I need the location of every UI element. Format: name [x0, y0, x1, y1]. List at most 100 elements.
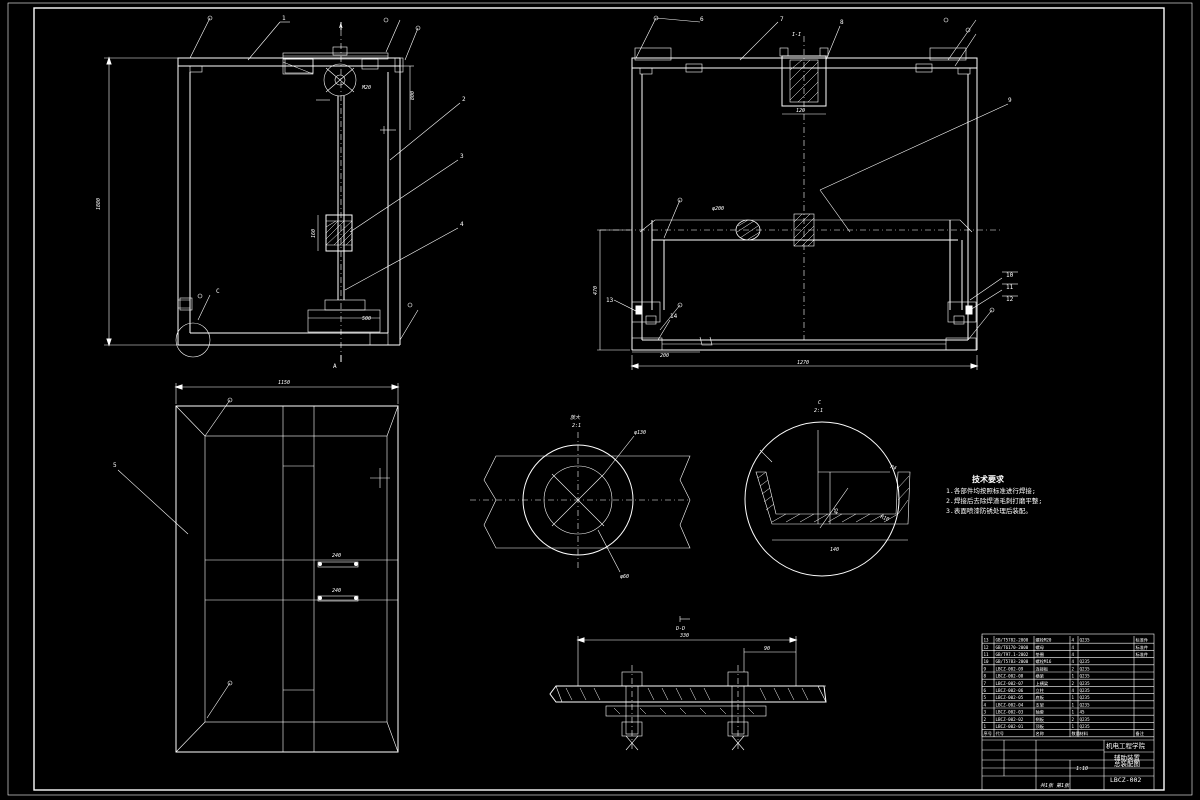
detail-c-scale: 2:1 [814, 408, 823, 414]
parts-cell-no: 8 [984, 674, 987, 679]
detail-b-dim-2: φ60 [620, 574, 629, 580]
sheet-inner-frame [33, 7, 1165, 791]
parts-cell-qty: 4 [1072, 659, 1075, 664]
parts-cell-code: LBCZ-002-04 [996, 702, 1024, 707]
plan-slot-top-dim: 240 [332, 553, 341, 559]
detail-c-dim-2: 45 [834, 508, 840, 514]
parts-cell-material: Q235 [1080, 681, 1091, 686]
parts-cell-no: 4 [984, 702, 987, 707]
parts-cell-name: 螺栓M16 [1036, 658, 1052, 665]
front-bottom-right-dim: 500 [362, 316, 371, 322]
parts-cell-no: 11 [984, 652, 990, 657]
side-pipe-dim: φ200 [712, 206, 724, 212]
side-left-offset-dim: 200 [660, 353, 669, 359]
parts-cell-qty: 4 [1072, 688, 1075, 693]
parts-cell-material: Q235 [1080, 702, 1091, 707]
parts-cell-material: 45 [1080, 710, 1086, 715]
side-height-dim: 470 [593, 286, 599, 295]
parts-cell-qty: 4 [1072, 638, 1075, 643]
parts-cell-qty: 2 [1072, 681, 1075, 686]
parts-cell-code: LBCZ-002-03 [996, 710, 1024, 715]
parts-header-name: 名称 [1036, 730, 1044, 737]
parts-cell-code: LBCZ-002-07 [996, 681, 1024, 686]
parts-cell-no: 3 [984, 710, 987, 715]
parts-cell-code: LBCZ-002-08 [996, 674, 1024, 679]
parts-cell-name: 上横梁 [1036, 680, 1049, 687]
side-balloon-14: 14 [670, 313, 678, 320]
side-balloon-6: 6 [700, 16, 704, 23]
parts-cell-qty: 1 [1072, 702, 1075, 707]
detail-b-scale: 2:1 [572, 423, 581, 429]
detail-c-title: C [818, 400, 821, 406]
parts-cell-name: 螺母 [1036, 644, 1044, 651]
parts-cell-code: GB/T5783-2000 [996, 659, 1029, 664]
detail-c-dim-1: 140 [830, 547, 839, 553]
parts-cell-name: 螺栓M20 [1036, 637, 1052, 644]
parts-cell-no: 12 [984, 645, 990, 650]
side-balloon-11: 11 [1006, 284, 1014, 291]
parts-cell-no: 6 [984, 688, 987, 693]
front-view: A A 1880 160 800 M20 500 1 2 3 4 C [96, 15, 466, 370]
plan-view: 240 240 1150 5 [113, 380, 400, 753]
parts-cell-qty: 1 [1072, 710, 1075, 715]
parts-header-note: 备注 [1136, 730, 1145, 737]
parts-cell-no: 2 [984, 717, 987, 722]
front-detail-ref-c: C [216, 288, 220, 295]
section-dd-dim-2: 90 [764, 646, 770, 652]
section-dd-title: D-D [675, 626, 685, 632]
parts-cell-material: Q235 [1080, 724, 1091, 729]
parts-cell-code: LBCZ-002-05 [996, 695, 1024, 700]
sheet-outer-border [7, 2, 1193, 796]
plan-width-dim: 1150 [278, 380, 290, 386]
tech-requirements: 技术要求 1.各部件均按照标准进行焊接; 2.焊接后去除焊渣毛刺打磨平整; 3.… [946, 474, 1042, 515]
parts-cell-material: Q235 [1080, 659, 1091, 664]
front-shaft-dim: 160 [311, 229, 317, 238]
parts-header-material: 材料 [1080, 730, 1089, 737]
tech-req-line-1: 1.各部件均按照标准进行焊接; [946, 486, 1036, 495]
front-balloon-4: 4 [460, 221, 464, 228]
front-balloon-1: 1 [282, 15, 286, 22]
detail-b-dim-1: φ130 [634, 430, 646, 436]
tech-req-line-2: 2.焊接后去除焊渣毛刺打磨平整; [946, 496, 1042, 505]
parts-cell-name: 顶板 [1036, 723, 1045, 730]
detail-c-dim-4: R10 [879, 514, 890, 523]
side-view: 1270 200 470 120 φ200 I-I 6 7 8 9 10 11 … [593, 15, 1018, 370]
parts-cell-code: GB/T5782-2000 [996, 638, 1029, 643]
parts-cell-name: 支架 [1036, 701, 1044, 708]
parts-cell-note: 标准件 [1136, 651, 1149, 658]
parts-cell-no: 1 [984, 724, 987, 729]
side-balloon-8: 8 [840, 19, 844, 26]
title-block-school: 机电工程学院 [1106, 741, 1146, 750]
front-bolt-label: M20 [361, 85, 371, 91]
title-block-sheet: 共1张 第1张 [1040, 782, 1070, 789]
parts-cell-no: 10 [984, 659, 990, 664]
bolt-right [727, 665, 749, 751]
plan-slot-bottom-dim: 240 [332, 588, 341, 594]
parts-cell-name: 底板 [1036, 694, 1045, 701]
section-mark-a-bottom: A [333, 363, 337, 370]
parts-cell-qty: 1 [1072, 724, 1075, 729]
plan-balloon-5: 5 [113, 462, 117, 469]
section-mark-a-top: A [339, 23, 343, 30]
detail-b: 放大 2:1 φ130 φ60 [470, 414, 691, 580]
parts-cell-name: 横梁 [1036, 673, 1045, 680]
front-balloon-2: 2 [462, 96, 466, 103]
parts-cell-note: 标准件 [1136, 644, 1149, 651]
parts-cell-material: Q235 [1080, 674, 1091, 679]
parts-cell-material: Q235 [1080, 688, 1091, 693]
parts-cell-no: 9 [984, 666, 987, 671]
parts-cell-qty: 4 [1072, 645, 1075, 650]
bolt-left [621, 665, 643, 751]
title-block-scale: 1:10 [1076, 766, 1088, 772]
parts-header-no: 序号 [984, 730, 992, 737]
front-balloon-3: 3 [460, 153, 464, 160]
parts-cell-note: 标准件 [1136, 637, 1149, 644]
side-balloon-12: 12 [1006, 296, 1014, 303]
parts-cell-code: LBCZ-002-06 [996, 688, 1024, 693]
parts-cell-no: 5 [984, 695, 987, 700]
parts-header-code: 代号 [996, 730, 1004, 737]
side-balloon-10: 10 [1006, 272, 1014, 279]
detail-c: C 2:1 140 45 R4 R10 [744, 400, 911, 577]
